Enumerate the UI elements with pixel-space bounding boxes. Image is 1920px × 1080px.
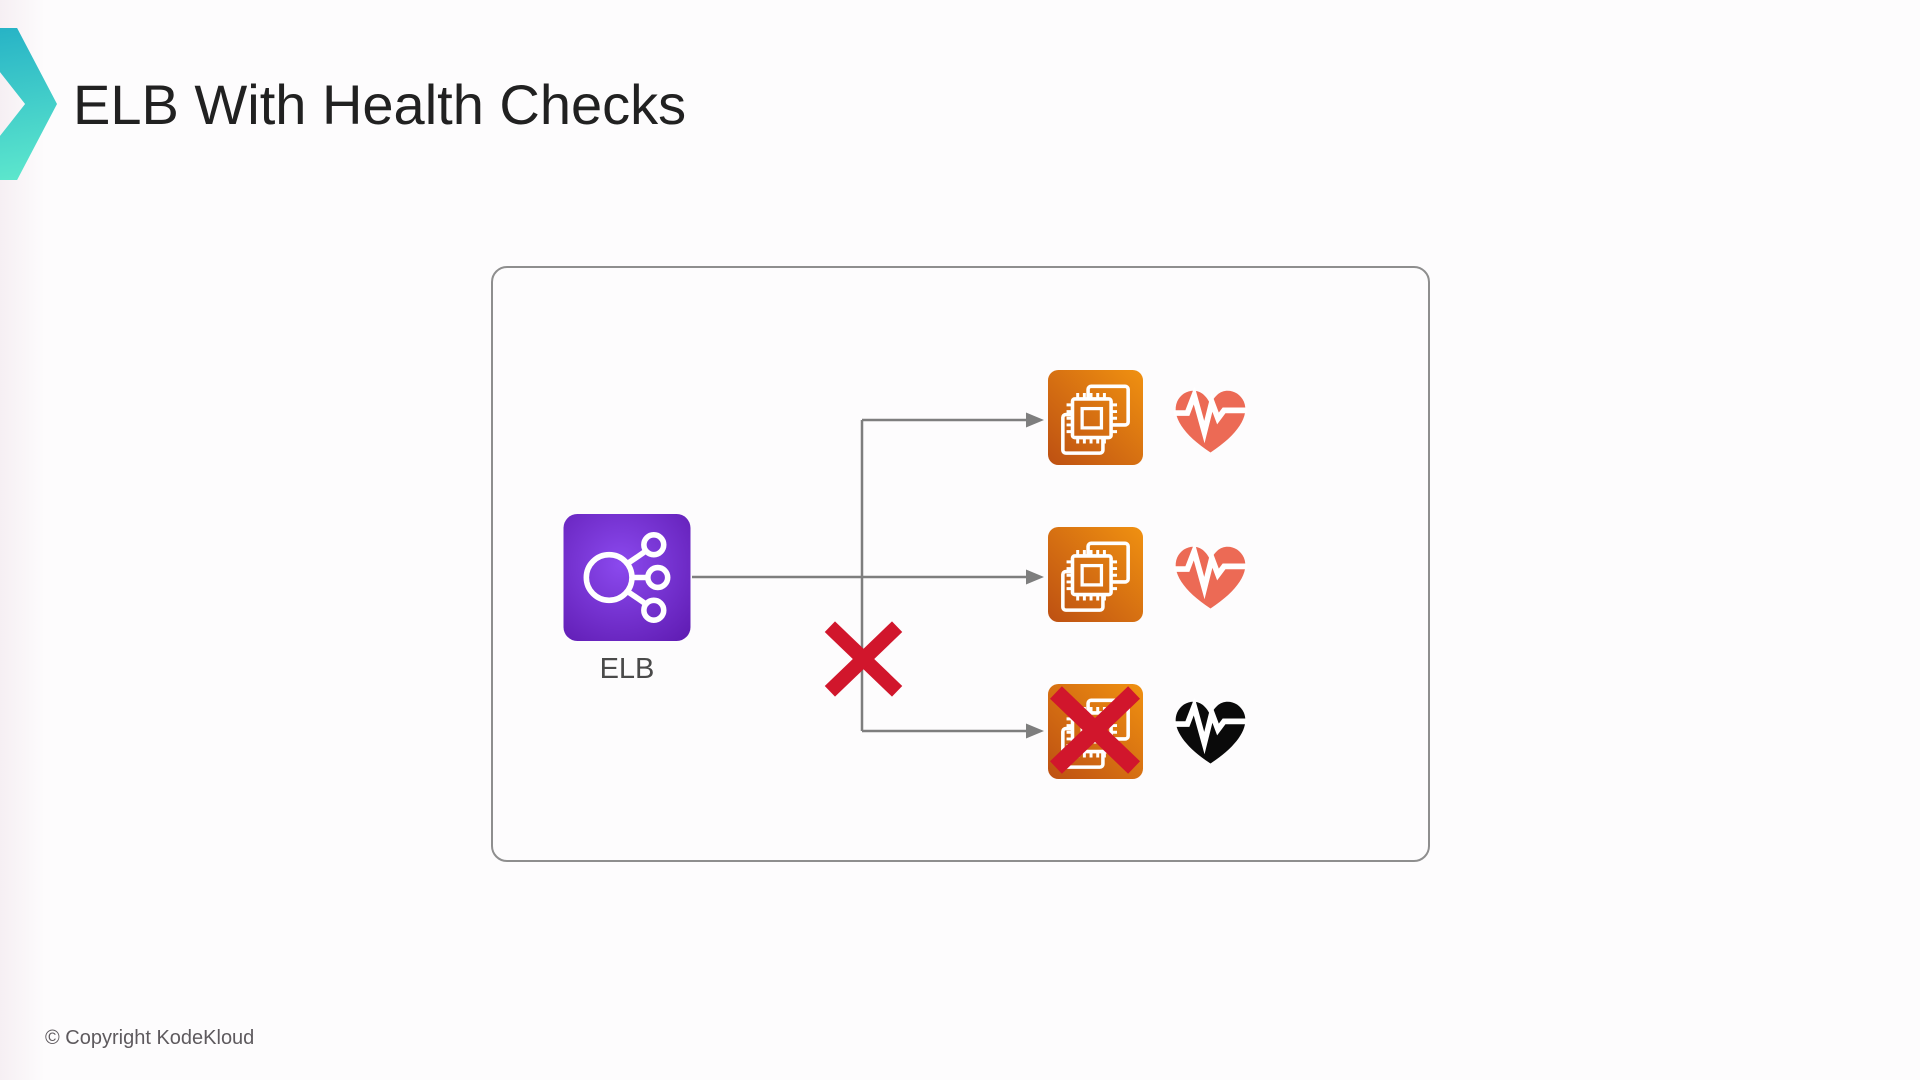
ec2-instance-icon xyxy=(1048,370,1143,465)
heartbeat-failed-icon xyxy=(1167,688,1254,771)
diagram-frame xyxy=(491,266,1430,862)
top-arrowhead-icon xyxy=(1026,412,1044,428)
elb-label: ELB xyxy=(599,653,655,685)
middle-arrowhead-icon xyxy=(1026,569,1044,585)
copyright-notice: © Copyright KodeKloud xyxy=(45,1027,255,1049)
heartbeat-healthy-icon xyxy=(1167,533,1254,616)
heartbeat-healthy-icon xyxy=(1167,377,1254,460)
page-title: ELB With Health Checks xyxy=(73,73,687,136)
blocked-path-x-icon xyxy=(819,620,908,698)
ec2-instance-icon xyxy=(1048,527,1143,622)
bottom-arrowhead-icon xyxy=(1026,723,1044,739)
elb-load-balancer-icon xyxy=(562,514,692,641)
failed-instance-x-icon xyxy=(1045,681,1145,779)
